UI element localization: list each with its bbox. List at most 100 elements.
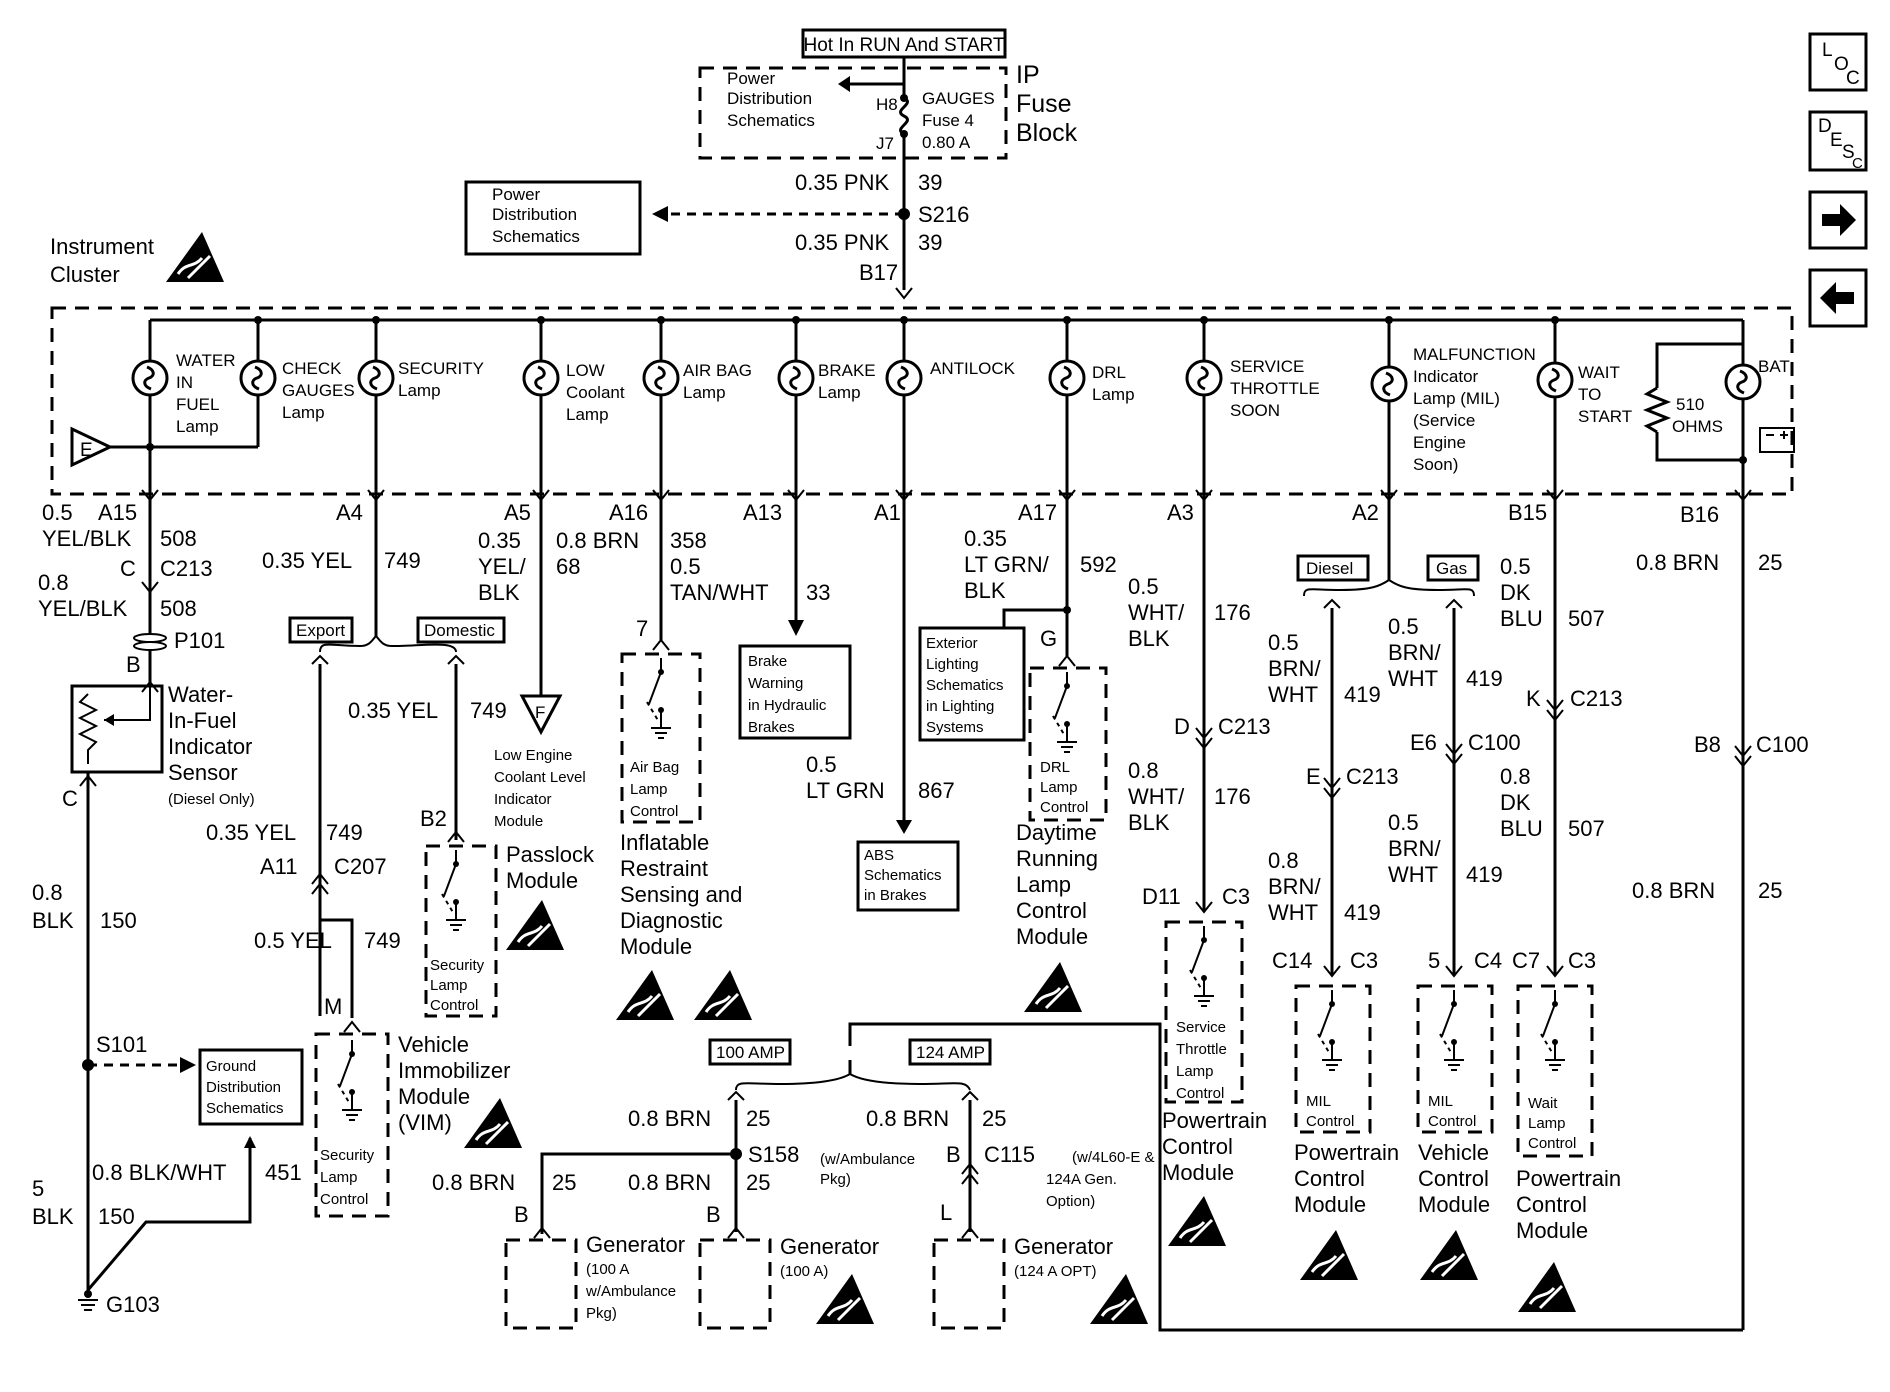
lamp-label: WATER xyxy=(176,351,236,370)
wire-label: 0.8 xyxy=(1128,758,1159,783)
connector-c4: C4 xyxy=(1474,948,1502,973)
connector-c3: C3 xyxy=(1350,948,1378,973)
power-dist2-label-2: Distribution xyxy=(492,205,577,224)
generator-note: w/Ambulance xyxy=(585,1283,676,1300)
wire-label: BRN/ xyxy=(1268,656,1321,681)
wire-label: BLK xyxy=(32,1204,74,1229)
wire-label: 0.5 xyxy=(1268,630,1299,655)
resistor-value-2: OHMS xyxy=(1672,417,1723,436)
module-label: Module xyxy=(1162,1160,1234,1185)
lamp-label: MALFUNCTION xyxy=(1413,345,1536,364)
lamp-icon xyxy=(642,359,680,397)
ctrl-label: Throttle xyxy=(1176,1041,1227,1058)
instrument-cluster-title: Instrument Cluster xyxy=(50,230,226,287)
module-label: Control xyxy=(1162,1134,1233,1159)
module-label: Module xyxy=(494,813,543,830)
desc-button[interactable]: D E S C xyxy=(1808,110,1868,172)
circuit-number: 25 xyxy=(746,1106,770,1131)
lamp-label: Coolant xyxy=(566,383,625,402)
lamp-mil: MALFUNCTION Indicator Lamp (MIL) (Servic… xyxy=(1370,320,1536,500)
wire-label: 0.35 xyxy=(478,528,521,553)
wire-label: BRN/ xyxy=(1268,874,1321,899)
air-bag-control-box xyxy=(620,652,702,824)
lamp-label: SERVICE xyxy=(1230,357,1304,376)
connector-pin-b2: B2 xyxy=(420,806,447,831)
ctrl-label: Control xyxy=(1306,1113,1354,1130)
lamp-label: GAUGES xyxy=(282,381,355,400)
power-dist2-label-1: Power xyxy=(492,185,541,204)
wire-label: 0.8 xyxy=(1500,764,1531,789)
ground-g103-label: G103 xyxy=(106,1292,160,1317)
circuit-number: 419 xyxy=(1344,682,1381,707)
lamp-label: SOON xyxy=(1230,401,1280,420)
circuit-number: 867 xyxy=(918,778,955,803)
esd-icon xyxy=(504,898,566,952)
lamp-label: THROTTLE xyxy=(1230,379,1320,398)
drl-control-box xyxy=(1028,666,1108,822)
circuit-number: 507 xyxy=(1568,606,1605,631)
lamp-label: Lamp xyxy=(818,383,861,402)
wire-label: 0.5 xyxy=(1388,810,1419,835)
wire-label: LT GRN/ xyxy=(964,552,1050,577)
module-label: Module xyxy=(1516,1218,1588,1243)
next-arrow-button[interactable] xyxy=(1808,190,1868,250)
lamp-label: START xyxy=(1578,407,1632,426)
ctrl-label: Lamp xyxy=(320,1169,358,1186)
circuit-number: 25 xyxy=(1758,550,1782,575)
c115-note: 124A Gen. xyxy=(1046,1171,1117,1188)
circuit-number: 25 xyxy=(746,1170,770,1195)
wire-label: DK xyxy=(1500,790,1531,815)
exterior-lighting-box xyxy=(918,626,1026,742)
module-label: Restraint xyxy=(620,856,708,881)
wire-label: WHT xyxy=(1388,862,1438,887)
water-sensor-box xyxy=(70,684,164,774)
wire-label: BRN/ xyxy=(1388,836,1441,861)
connector-pin-g: G xyxy=(1040,626,1057,651)
ctrl-label: Control xyxy=(630,803,678,820)
circuit-number: 749 xyxy=(384,548,421,573)
wire-label: 0.5 xyxy=(42,500,73,525)
lamp-icon xyxy=(1370,365,1408,403)
module-label: Control xyxy=(1016,898,1087,923)
passlock-label: Passlock xyxy=(506,842,595,867)
wire-label: BLK xyxy=(1128,810,1170,835)
fuse-block-label-2: Fuse xyxy=(1016,90,1072,118)
lamp-label: Lamp (MIL) xyxy=(1413,389,1500,408)
pin-a2: A2 xyxy=(1352,500,1379,525)
pin-a3: A3 xyxy=(1167,500,1194,525)
ctrl-label: Control xyxy=(1428,1113,1476,1130)
loc-button[interactable]: L O C xyxy=(1808,32,1868,92)
resistor-510 xyxy=(1642,386,1672,434)
wire-label: WHT xyxy=(1268,682,1318,707)
connector-pin-a11: A11 xyxy=(260,854,298,879)
brake-label: Warning xyxy=(748,675,803,692)
pin-b16: B16 xyxy=(1680,502,1719,527)
connector-c3: C3 xyxy=(1568,948,1596,973)
sensor-label: In-Fuel xyxy=(168,708,236,733)
splice-s101-label: S101 xyxy=(96,1032,147,1057)
sensor-note: (Diesel Only) xyxy=(168,791,255,808)
battery-icon xyxy=(1759,427,1795,453)
loc-letter: L xyxy=(1822,40,1833,61)
esd-icon xyxy=(814,1272,876,1326)
module-label: Module xyxy=(1016,924,1088,949)
wire-label: WHT xyxy=(1388,666,1438,691)
module-label: Low Engine xyxy=(494,747,572,764)
lamp-security: SECURITY Lamp xyxy=(357,320,484,500)
pin-a4: A4 xyxy=(336,500,363,525)
fuse-block-label-3: Block xyxy=(1016,119,1078,147)
generator-circuit: 100 AMP 124 AMP 0.8 BRN 25 0.8 BRN 25 S1… xyxy=(432,1022,1155,1330)
lamp-antilock: ANTILOCK xyxy=(885,320,1016,500)
module-label: Powertrain xyxy=(1162,1108,1267,1133)
vim-label: Vehicle xyxy=(398,1032,469,1057)
abs-box xyxy=(856,840,960,912)
module-label: Daytime xyxy=(1016,820,1097,845)
prev-arrow-button[interactable] xyxy=(1808,268,1868,328)
generator-100a-box xyxy=(698,1238,772,1330)
service-throttle-circuit: 0.5 WHT/ BLK 176 D C213 0.8 WHT/ BLK 176… xyxy=(1128,500,1271,1248)
wire-label: WHT xyxy=(1268,900,1318,925)
vim-lamp-control-box xyxy=(314,1032,390,1218)
esd-icon xyxy=(164,230,226,284)
circuit-number: 508 xyxy=(160,526,197,551)
ctrl-label: Lamp xyxy=(630,781,668,798)
